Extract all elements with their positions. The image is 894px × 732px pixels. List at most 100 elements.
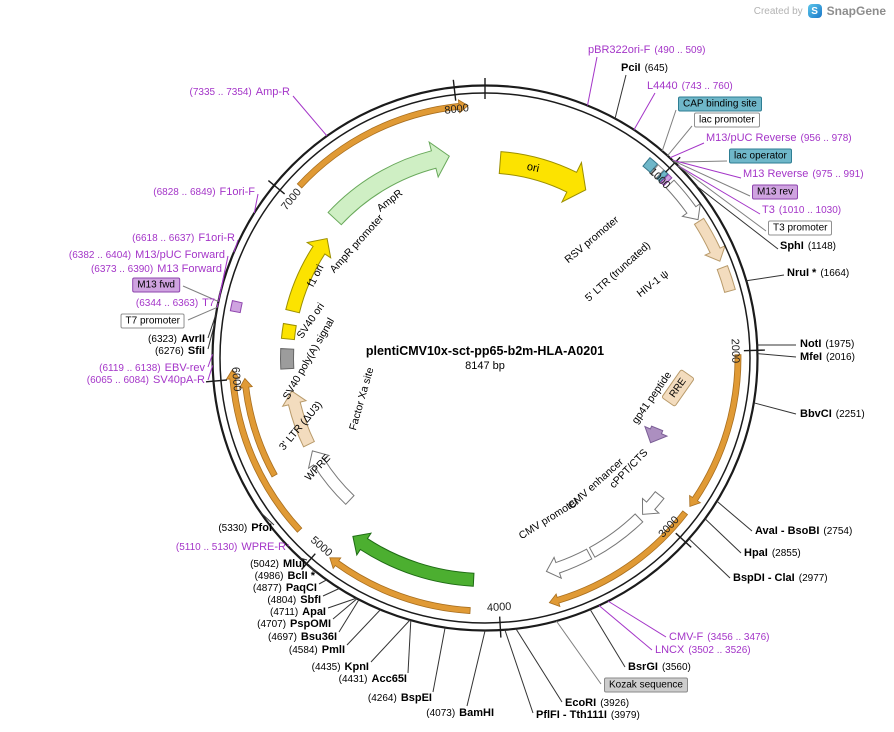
map-callout-label[interactable]: (5330)PfoI <box>218 522 272 534</box>
feature-ampr[interactable] <box>327 140 450 226</box>
map-callout-label[interactable]: (4264)BspEI <box>368 692 432 704</box>
map-callout-label[interactable]: BsrGI(3560) <box>628 661 691 673</box>
feature-cmv-promoter[interactable] <box>545 548 593 580</box>
feature-cmv-enhancer[interactable] <box>588 513 644 558</box>
map-callout-lines <box>182 56 797 714</box>
map-callout-label[interactable]: (6828 .. 6849)F1ori-F <box>153 186 255 198</box>
map-callout-label[interactable]: CMV-F(3456 .. 3476) <box>669 631 770 643</box>
map-callout-label[interactable]: (4584)PmlI <box>289 644 345 656</box>
map-callout-label[interactable]: lac operator <box>729 148 792 164</box>
map-callout-label[interactable]: (4707)PspOMI <box>257 618 331 630</box>
feature-gp41-peptide[interactable] <box>644 425 669 444</box>
map-callout-label[interactable]: (4073)BamHI <box>426 707 494 719</box>
map-callout-label[interactable]: (6323)AvrII <box>148 333 205 345</box>
callout-line <box>292 95 328 137</box>
map-callout-label[interactable]: (6119 .. 6138)EBV-rev <box>99 362 205 374</box>
map-callout-label[interactable]: EcoRI(3926) <box>565 697 629 709</box>
callout-line <box>407 620 412 674</box>
map-callout-label[interactable]: (6065 .. 6084)SV40pA-R <box>87 374 205 386</box>
feature-m13-rev-t3-site[interactable] <box>659 173 673 187</box>
callout-label-part: (5042) <box>250 558 279 570</box>
map-callout-label[interactable]: NruI *(1664) <box>787 267 849 279</box>
feature-inner-label[interactable]: CMV promoter <box>517 495 582 542</box>
callout-line <box>182 285 219 302</box>
feature-sv40-polya[interactable] <box>280 348 295 370</box>
map-callout-label[interactable]: (4431)Acc65I <box>339 673 407 685</box>
map-callout-label[interactable]: T7 promoter <box>120 313 185 329</box>
map-callout-label[interactable]: AvaI - BsoBI(2754) <box>755 525 852 537</box>
feature-3-ltr-du3[interactable] <box>281 390 316 448</box>
tick-mark <box>498 616 502 638</box>
feature-transgene[interactable] <box>352 532 475 587</box>
map-callout-label[interactable]: (4804)SbfI <box>267 594 321 606</box>
callout-label-part: (743 .. 760) <box>681 80 733 92</box>
feature-inner-label[interactable]: RSV promoter <box>563 214 622 266</box>
map-callout-label[interactable]: (5110 .. 5130)WPRE-R <box>176 541 286 553</box>
map-callout-label[interactable]: CAP binding site <box>678 96 762 112</box>
map-callout-label[interactable]: SphI(1148) <box>780 240 836 252</box>
feature-orange-arc-1[interactable] <box>689 354 742 508</box>
credit-bar: Created by S SnapGene <box>754 4 886 18</box>
feature-wpre[interactable] <box>307 450 355 506</box>
map-callout-label[interactable]: BspDI - ClaI(2977) <box>733 572 828 584</box>
callout-label-part: (6323) <box>148 333 177 345</box>
callout-line <box>672 159 751 197</box>
feature-f1-ori[interactable] <box>285 237 332 314</box>
map-callout-label[interactable]: (5042)MluI <box>250 558 305 570</box>
map-callout-label[interactable]: MfeI(2016) <box>800 351 855 363</box>
callout-line <box>555 620 602 685</box>
feature-orange-arc-5[interactable] <box>238 377 278 478</box>
feature-orange-arc-6[interactable] <box>296 99 469 189</box>
callout-label-part: (4707) <box>257 618 287 630</box>
feature-orange-arc-3[interactable] <box>329 557 471 614</box>
feature-lac-promoter[interactable] <box>650 164 665 179</box>
map-callout-label[interactable]: (4986)BclI * <box>255 570 315 582</box>
map-callout-label[interactable]: (6373 .. 6390)M13 Forward <box>91 263 222 275</box>
feature-inner-label[interactable]: ori <box>526 161 540 175</box>
map-callout-label[interactable]: (4877)PaqCI <box>253 582 317 594</box>
map-callout-label[interactable]: (4697)Bsu36I <box>268 631 337 643</box>
feature-hiv-1-psi[interactable] <box>716 265 736 293</box>
map-callout-label[interactable]: M13 rev <box>752 184 799 200</box>
map-callout-label[interactable]: PciI(645) <box>621 62 668 74</box>
feature-inner-label[interactable]: HIV-1 ψ <box>635 268 671 300</box>
feature-orange-arc-2[interactable] <box>548 510 689 608</box>
callout-label-part: (2251) <box>835 408 865 420</box>
map-callout-label[interactable]: (6618 .. 6637)F1ori-R <box>132 232 235 244</box>
map-callout-label[interactable]: lac promoter <box>694 112 760 128</box>
map-callout-label[interactable]: BbvCI(2251) <box>800 408 865 420</box>
map-callout-label[interactable]: (7335 .. 7354)Amp-R <box>190 86 291 98</box>
map-callout-label[interactable]: pBR322ori-F(490 .. 509) <box>588 44 706 56</box>
feature-ori[interactable] <box>498 151 587 204</box>
map-callout-label[interactable]: L4440(743 .. 760) <box>647 80 733 92</box>
feature-rsv-promoter[interactable] <box>665 179 701 221</box>
map-callout-label[interactable]: (6344 .. 6363)T7 <box>136 297 215 309</box>
feature-cap-binding-site[interactable] <box>642 156 659 174</box>
map-callout-label[interactable]: (6276)SfiI <box>155 345 205 357</box>
callout-label-part: NotI <box>800 338 822 350</box>
feature-cppt-cts[interactable] <box>641 491 665 515</box>
map-callout-label[interactable]: Kozak sequence <box>604 677 688 693</box>
callout-line <box>677 165 761 215</box>
feature-sv40-ori[interactable] <box>280 322 297 341</box>
feature-orange-arc-4[interactable] <box>225 369 303 533</box>
map-callout-label[interactable]: PflFI - Tth111I(3979) <box>536 709 640 721</box>
map-callout-label[interactable]: M13 fwd <box>132 277 180 293</box>
map-callout-label[interactable]: T3 promoter <box>768 220 833 236</box>
map-callout-label[interactable]: M13 Reverse(975 .. 991) <box>743 168 864 180</box>
map-callout-label[interactable]: LNCX(3502 .. 3526) <box>655 644 751 656</box>
feature-inner-label[interactable]: AmpR promoter <box>328 212 387 275</box>
callout-line <box>515 628 563 703</box>
map-callout-label[interactable]: (4711)ApaI <box>270 606 326 618</box>
map-callout-label[interactable]: NotI(1975) <box>800 338 854 350</box>
feature-t7-m13fwd-site[interactable] <box>229 300 243 314</box>
map-callout-label[interactable]: T3(1010 .. 1030) <box>762 204 841 216</box>
map-callout-label[interactable]: (4435)KpnI <box>312 661 369 673</box>
feature-5-ltr-truncated[interactable] <box>693 217 726 262</box>
feature-inner-label[interactable]: Factor Xa site <box>347 366 376 432</box>
map-callout-label[interactable]: HpaI(2855) <box>744 547 801 559</box>
callout-label-part: (7335 .. 7354) <box>189 86 252 98</box>
map-callout-label[interactable]: M13/pUC Reverse(956 .. 978) <box>706 132 852 144</box>
map-callout-label[interactable]: (6382 .. 6404)M13/pUC Forward <box>69 249 225 261</box>
